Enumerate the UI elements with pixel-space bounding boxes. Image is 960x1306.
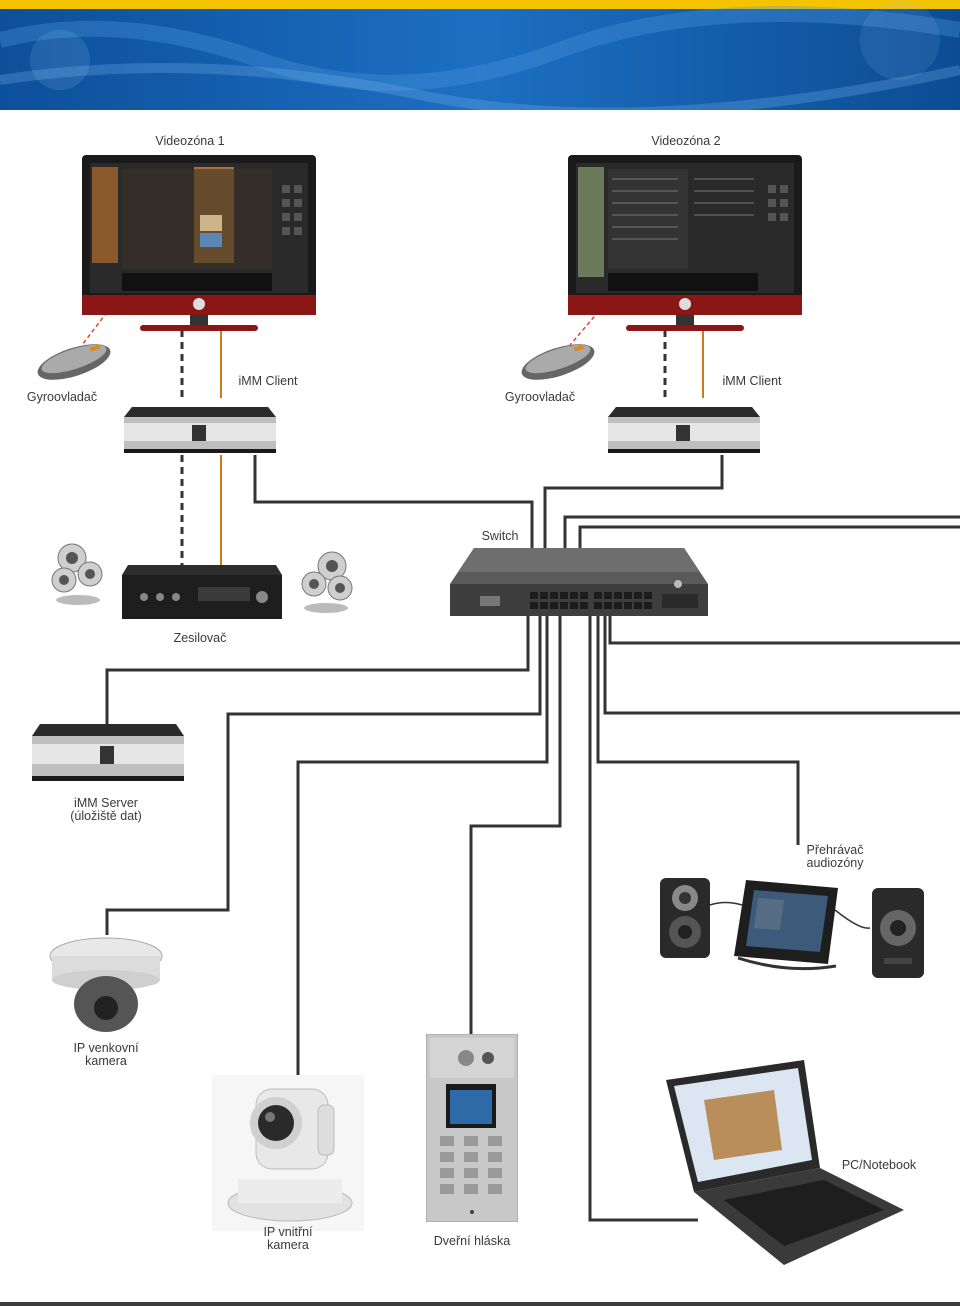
amplifier-label: Zesilovač [173, 631, 227, 645]
server-label-line2: (úložiště dat) [70, 809, 142, 823]
lan-client2 [543, 455, 724, 590]
client2-label: iMM Client [722, 374, 782, 388]
indoor-cam-label-line1: IP vnitřní [263, 1225, 313, 1239]
gyro2-label: Gyroovladač [504, 390, 576, 404]
player-label-line1: Přehrávač [806, 843, 864, 857]
lan-pc [588, 615, 698, 1222]
gyro-remote-icon [521, 344, 595, 380]
header-banner [0, 0, 960, 110]
speaker-cable-right [834, 909, 871, 929]
audio-player-icon [734, 880, 838, 971]
dome-camera-icon [49, 937, 163, 1032]
pc-label: PC/Notebook [841, 1158, 917, 1172]
amplifier-icon [122, 565, 282, 619]
zone1-label: Videozóna 1 [155, 134, 225, 148]
lan-client1 [253, 455, 534, 590]
server-label-line1: iMM Server [74, 796, 138, 810]
player-label-line2: audiozóny [806, 856, 864, 870]
server-label: iMM Server (úložiště dat) [46, 797, 166, 823]
gyro-remote-icon [37, 344, 111, 380]
media-client-icon [608, 407, 760, 453]
switch-label: Switch [481, 529, 519, 543]
network-switch-icon [450, 548, 708, 616]
lan-server [105, 615, 542, 935]
lan-amplifier [105, 615, 530, 724]
yellow-stripe [0, 0, 960, 9]
outdoor-cam-label-line2: kamera [85, 1054, 127, 1068]
speaker-icon [872, 888, 924, 978]
lan-indoor-cam [296, 615, 549, 1090]
gyro1-label: Gyroovladač [26, 390, 98, 404]
media-server-icon [32, 724, 184, 781]
tv-icon [568, 155, 802, 331]
wireless-link-2 [569, 289, 618, 346]
laptop-icon [666, 1060, 904, 1265]
media-client-icon [124, 407, 276, 453]
speaker-icon [51, 543, 103, 605]
indoor-cam-label-line2: kamera [267, 1238, 309, 1252]
speaker-icon [660, 878, 710, 958]
wireless-link-1 [81, 289, 125, 346]
indoor-cam-label: IP vnitřní kamera [238, 1226, 338, 1252]
ptz-camera-icon [212, 1075, 364, 1231]
intercom-label: Dveřní hláska [433, 1234, 511, 1248]
door-intercom-icon [426, 1034, 518, 1222]
outdoor-cam-label-line1: IP venkovní [73, 1041, 139, 1055]
lan-player [596, 615, 800, 845]
lan-intercom [469, 615, 562, 1035]
speaker-cable-left [709, 901, 743, 906]
bottom-rule [0, 1302, 960, 1306]
tv-icon [82, 155, 316, 331]
lan-right-3 [608, 615, 960, 645]
client1-label: iMM Client [238, 374, 298, 388]
speaker-icon [301, 551, 353, 613]
player-label: Přehrávač audiozóny [785, 844, 885, 870]
lan-right-4 [603, 615, 960, 715]
outdoor-cam-label: IP venkovní kamera [56, 1042, 156, 1068]
zone2-label: Videozóna 2 [651, 134, 721, 148]
